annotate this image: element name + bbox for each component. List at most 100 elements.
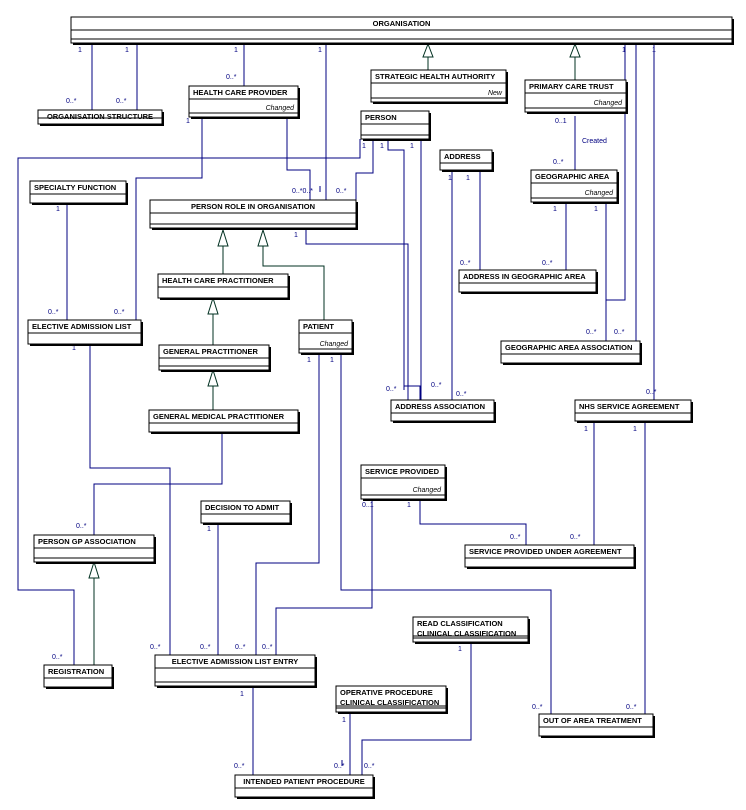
class-box-person[interactable]: PERSON <box>360 110 431 141</box>
svg-text:0..*: 0..* <box>431 382 442 389</box>
svg-text:0..*: 0..* <box>48 309 59 316</box>
class-box-organisation[interactable]: ORGANISATION <box>70 16 734 45</box>
class-name-service-provided-under-agreement: SERVICE PROVIDED UNDER AGREEMENT <box>469 547 622 556</box>
class-name-read-classification: READ CLASSIFICATION <box>417 619 503 628</box>
class-name-general-medical-practitioner: GENERAL MEDICAL PRACTITIONER <box>153 412 285 421</box>
class-name-health-care-provider: HEALTH CARE PROVIDER <box>193 88 288 97</box>
class-box-general-medical-practitioner[interactable]: GENERAL MEDICAL PRACTITIONER <box>148 409 300 434</box>
svg-text:0..*: 0..* <box>336 188 347 195</box>
generalization-triangle-patient <box>257 228 269 247</box>
class-box-geographic-area[interactable]: GEOGRAPHIC AREA Changed <box>530 169 619 204</box>
class-name-specialty-function: SPECIALTY FUNCTION <box>34 183 116 192</box>
generalization-lines <box>88 42 581 665</box>
svg-text:0..1: 0..1 <box>555 118 567 125</box>
class-name-patient: PATIENT <box>303 322 334 331</box>
svg-text:1: 1 <box>186 118 190 125</box>
class-name-person-gp-association: PERSON GP ASSOCIATION <box>38 537 136 546</box>
class-box-specialty-function[interactable]: SPECIALTY FUNCTION <box>29 180 128 205</box>
class-name-operative-procedure: OPERATIVE PROCEDURE <box>340 688 433 697</box>
svg-text:1: 1 <box>362 143 366 150</box>
svg-text:1: 1 <box>410 143 414 150</box>
svg-text:1: 1 <box>240 691 244 698</box>
class-box-health-care-provider[interactable]: HEALTH CARE PROVIDER Changed <box>188 85 300 119</box>
svg-text:1: 1 <box>652 47 656 54</box>
class-name-person-role-in-organisation: PERSON ROLE IN ORGANISATION <box>191 202 315 211</box>
svg-text:1: 1 <box>407 502 411 509</box>
class-name-strategic-health-authority: STRATEGIC HEALTH AUTHORITY <box>375 72 495 81</box>
class-box-service-provided[interactable]: SERVICE PROVIDED Changed <box>360 464 447 501</box>
svg-text:1: 1 <box>234 47 238 54</box>
svg-text:0..*: 0..* <box>200 644 211 651</box>
class-name-line2-read-classification: CLINICAL CLASSIFICATION <box>417 629 516 638</box>
svg-text:0..*: 0..* <box>542 260 553 267</box>
class-box-health-care-practitioner[interactable]: HEALTH CARE PRACTITIONER <box>157 273 290 300</box>
svg-text:1: 1 <box>72 345 76 352</box>
svg-text:0..*: 0..* <box>226 74 237 81</box>
stereotype-note: Changed <box>413 487 443 494</box>
svg-text:0..*: 0..* <box>114 309 125 316</box>
svg-text:0..*: 0..* <box>334 763 345 770</box>
svg-text:0..*: 0..* <box>52 654 63 661</box>
class-box-nhs-service-agreement[interactable]: NHS SERVICE AGREEMENT <box>574 399 693 423</box>
class-box-intended-patient-procedure[interactable]: INTENDED PATIENT PROCEDURE <box>234 774 375 799</box>
class-name-decision-to-admit: DECISION TO ADMIT <box>205 503 280 512</box>
class-name-primary-care-trust: PRIMARY CARE TRUST <box>529 82 614 91</box>
class-name-line2-operative-procedure: CLINICAL CLASSIFICATION <box>340 698 439 707</box>
generalization-triangle-hcp <box>217 228 229 247</box>
class-box-decision-to-admit[interactable]: DECISION TO ADMIT <box>200 500 292 525</box>
class-name-registration: REGISTRATION <box>48 667 104 676</box>
generalization-triangle-pct <box>569 42 581 58</box>
stereotype-note: Changed <box>585 190 615 197</box>
svg-text:1: 1 <box>307 357 311 364</box>
svg-text:1: 1 <box>330 357 334 364</box>
svg-text:1: 1 <box>622 47 626 54</box>
class-name-address-in-geographic-area: ADDRESS IN GEOGRAPHIC AREA <box>463 272 586 281</box>
svg-text:1: 1 <box>125 47 129 54</box>
svg-text:0..*: 0..* <box>235 644 246 651</box>
class-box-general-practitioner[interactable]: GENERAL PRACTITIONER <box>158 344 271 372</box>
svg-text:0..*: 0..* <box>456 391 467 398</box>
class-box-person-role-in-organisation[interactable]: PERSON ROLE IN ORGANISATION <box>149 199 358 230</box>
class-box-elective-admission-list[interactable]: ELECTIVE ADMISSION LIST <box>27 319 143 346</box>
svg-text:1: 1 <box>294 232 298 239</box>
class-name-organisation: ORGANISATION <box>373 19 431 28</box>
generalization-triangle-gmp <box>207 368 219 387</box>
class-box-registration[interactable]: REGISTRATION <box>43 664 114 689</box>
class-box-elective-admission-list-entry[interactable]: ELECTIVE ADMISSION LIST ENTRY <box>154 654 317 688</box>
class-name-address-association: ADDRESS ASSOCIATION <box>395 402 485 411</box>
svg-text:1: 1 <box>342 717 346 724</box>
svg-text:1: 1 <box>466 175 470 182</box>
svg-text:0..*: 0..* <box>460 260 471 267</box>
class-box-address-in-geographic-area[interactable]: ADDRESS IN GEOGRAPHIC AREA <box>458 269 598 294</box>
class-name-geographic-area-association: GEOGRAPHIC AREA ASSOCIATION <box>505 343 632 352</box>
svg-text:0..*: 0..* <box>116 98 127 105</box>
generalization-triangle-sha <box>422 42 434 58</box>
svg-text:1: 1 <box>594 206 598 213</box>
svg-text:1: 1 <box>633 426 637 433</box>
svg-text:0..*: 0..* <box>150 644 161 651</box>
class-box-organisation-structure[interactable]: ORGANISATION STRUCTURE <box>37 109 164 126</box>
stereotype-note: Changed <box>266 105 296 112</box>
class-box-address-association[interactable]: ADDRESS ASSOCIATION <box>390 399 496 423</box>
class-box-out-of-area-treatment[interactable]: OUT OF AREA TREATMENT <box>538 713 655 738</box>
class-box-address[interactable]: ADDRESS <box>439 149 494 172</box>
class-name-intended-patient-procedure: INTENDED PATIENT PROCEDURE <box>243 777 364 786</box>
svg-text:1: 1 <box>318 47 322 54</box>
class-box-service-provided-under-agreement[interactable]: SERVICE PROVIDED UNDER AGREEMENT <box>464 544 636 569</box>
svg-text:0..*: 0..* <box>646 389 657 396</box>
svg-text:0..*0..*: 0..*0..* <box>292 188 313 195</box>
class-box-person-gp-association[interactable]: PERSON GP ASSOCIATION <box>33 534 156 564</box>
class-name-geographic-area: GEOGRAPHIC AREA <box>535 172 610 181</box>
class-box-geographic-area-association[interactable]: GEOGRAPHIC AREA ASSOCIATION <box>500 340 642 365</box>
svg-text:0..*: 0..* <box>234 763 245 770</box>
svg-text:0..*: 0..* <box>532 704 543 711</box>
class-name-service-provided: SERVICE PROVIDED <box>365 467 440 476</box>
svg-text:1: 1 <box>553 206 557 213</box>
generalization-triangle-gp <box>207 296 219 315</box>
